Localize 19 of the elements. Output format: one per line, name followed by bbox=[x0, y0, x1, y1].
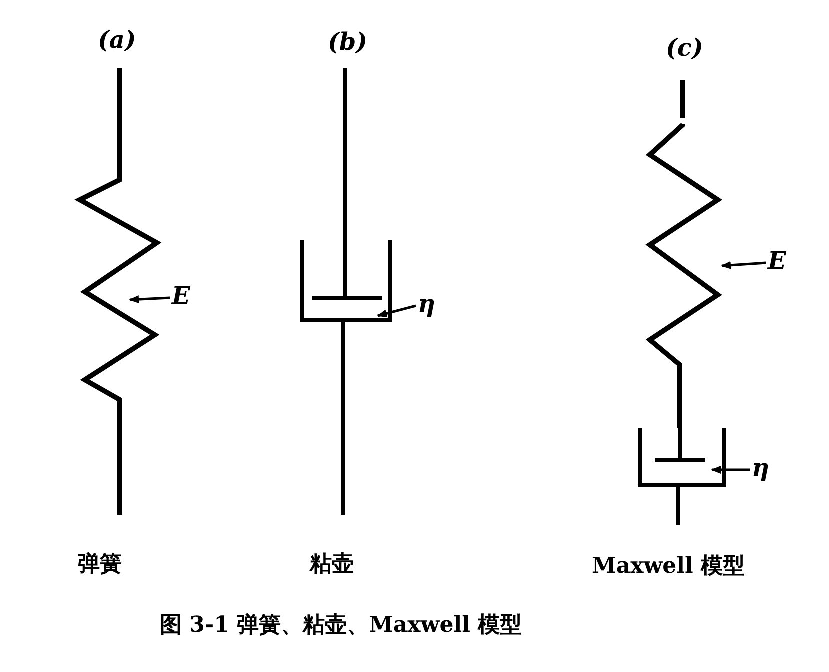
figure-caption: 图 3-1 弹簧、粘壶、Maxwell 模型 bbox=[160, 614, 522, 636]
leader-arrow bbox=[711, 466, 750, 474]
panel-label: (a) bbox=[98, 28, 136, 52]
leader-arrow bbox=[721, 261, 766, 270]
spring-symbol bbox=[646, 78, 723, 430]
part-caption: 粘壶 bbox=[310, 553, 354, 575]
panel-label: (b) bbox=[328, 30, 368, 54]
dashpot-symbol bbox=[638, 428, 726, 525]
viscosity-label: η bbox=[752, 456, 770, 480]
leader-arrow bbox=[377, 304, 416, 318]
viscosity-label: η bbox=[418, 292, 436, 316]
panel-label: (c) bbox=[666, 36, 704, 60]
spring-symbol bbox=[74, 68, 162, 515]
modulus-label: E bbox=[172, 284, 190, 308]
modulus-label: E bbox=[768, 249, 786, 273]
part-caption: Maxwell 模型 bbox=[592, 555, 746, 577]
leader-arrow bbox=[129, 296, 170, 304]
part-caption: 弹簧 bbox=[78, 553, 122, 575]
dashpot-symbol bbox=[300, 68, 392, 515]
